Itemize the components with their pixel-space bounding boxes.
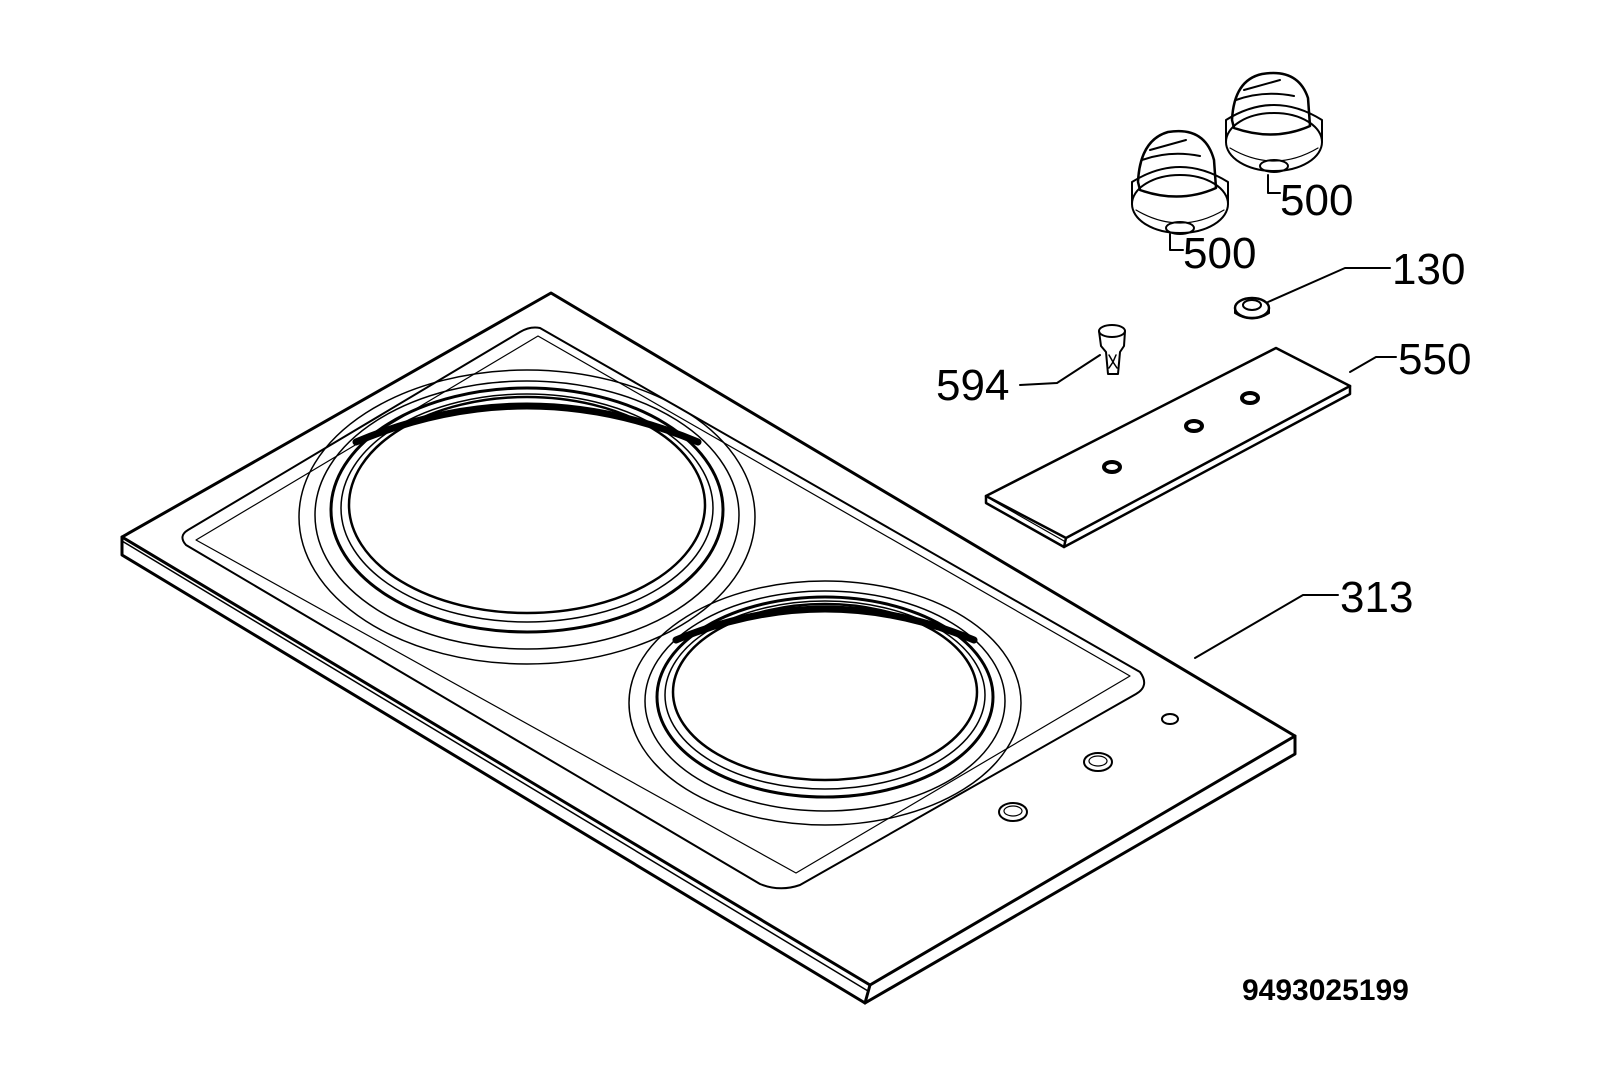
label-washer: 130 [1392,245,1465,294]
part-labels: 500 500 130 550 594 313 9493025199 [936,176,1471,1007]
control-holes [998,713,1179,822]
washer-nut [1233,296,1271,320]
drawing-number: 9493025199 [1242,974,1409,1007]
label-knob-right: 500 [1280,176,1353,225]
small-cooking-zone [628,580,1022,826]
label-trim-strip: 550 [1398,335,1471,384]
label-clip: 594 [936,361,1009,410]
trim-strip [984,346,1352,549]
label-hob-panel: 313 [1340,573,1413,622]
leader-lines [1019,174,1397,659]
large-cooking-zone [298,369,756,665]
control-knob-left [1131,129,1229,235]
control-knob-right [1225,71,1323,173]
clip-fastener [1098,324,1126,375]
label-knob-left: 500 [1183,229,1256,278]
hob-panel [120,291,1297,1005]
